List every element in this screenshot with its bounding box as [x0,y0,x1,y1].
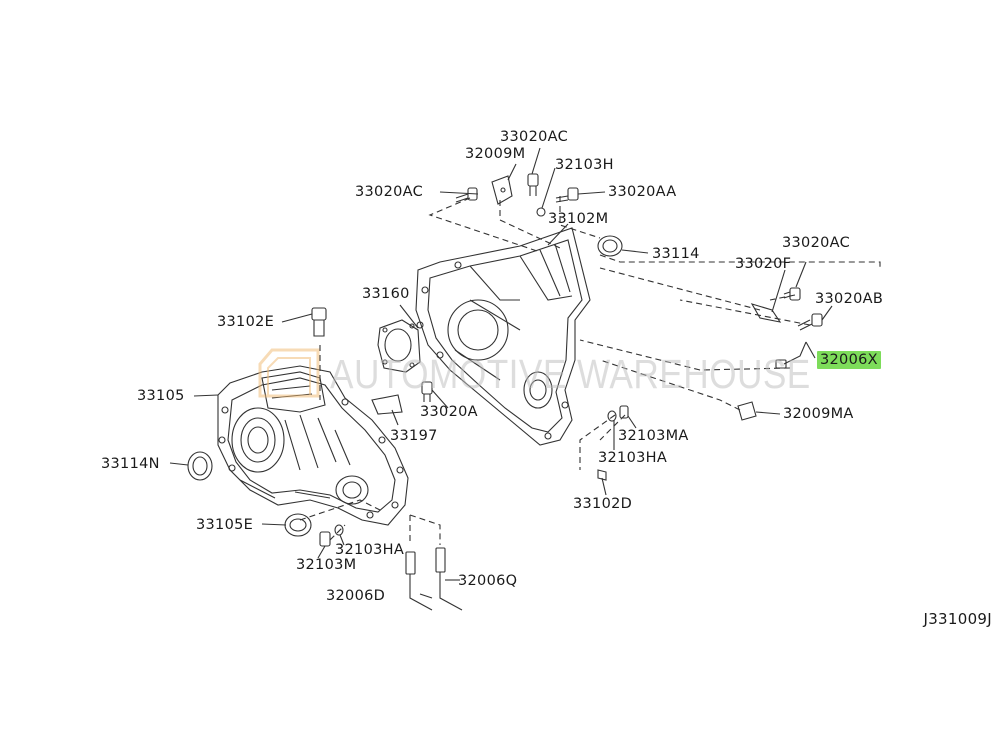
bolt-33020AC-top [527,173,539,196]
label-32009M: 32009M [465,146,526,162]
label-32103MA: 32103MA [618,428,689,444]
bolt-33020AB [797,313,823,331]
breather-33102E [311,307,327,337]
label-33105E: 33105E [196,517,254,533]
bracket-32009MA [737,401,757,421]
label-32103H: 32103H [555,157,614,173]
seal-33114N [187,451,213,481]
bolt-33020A [421,381,433,402]
bracket-32009M [491,175,513,205]
label-33020F: 33020F [735,256,792,272]
bracket-33197 [371,394,403,415]
dashed-leaders [299,196,881,545]
label-32006Q: 32006Q [458,573,518,589]
bolt-33020AA [555,187,579,203]
sensor-32006X [775,341,807,369]
label-33105: 33105 [137,388,185,404]
bolt-33020AC-right [783,287,801,301]
sensor-32006Q [435,547,463,611]
label-32103HA-right: 32103HA [598,450,668,466]
label-33114: 33114 [652,246,700,262]
label-33020AB: 33020AB [815,291,884,307]
label-33020AA: 33020AA [608,184,677,200]
seal-33105E [284,513,312,537]
diagram-reference-code: J331009J [923,610,992,628]
sensor-32006D [405,551,433,611]
seal-33114 [597,235,623,257]
label-33020AC-top: 33020AC [500,129,569,145]
label-33160: 33160 [362,286,410,302]
label-32006X-highlighted[interactable]: 32006X [817,351,881,369]
label-33020A: 33020A [420,404,478,420]
label-32006D: 32006D [326,588,386,604]
label-32103HA-left: 32103HA [335,542,405,558]
gasket-33160 [377,319,421,373]
label-33102E: 33102E [217,314,275,330]
housing-33105 [217,365,409,526]
label-33102D: 33102D [573,496,633,512]
label-33197: 33197 [390,428,438,444]
bracket-33020F [750,303,782,323]
label-32103M: 32103M [296,557,357,573]
label-leaders [169,147,833,599]
label-33020AC-right: 33020AC [782,235,851,251]
label-33114N: 33114N [101,456,160,472]
housing-33102M [415,227,591,446]
label-32009MA: 32009MA [783,406,854,422]
label-33020AC-left: 33020AC [355,184,424,200]
label-33102M: 33102M [548,211,609,227]
